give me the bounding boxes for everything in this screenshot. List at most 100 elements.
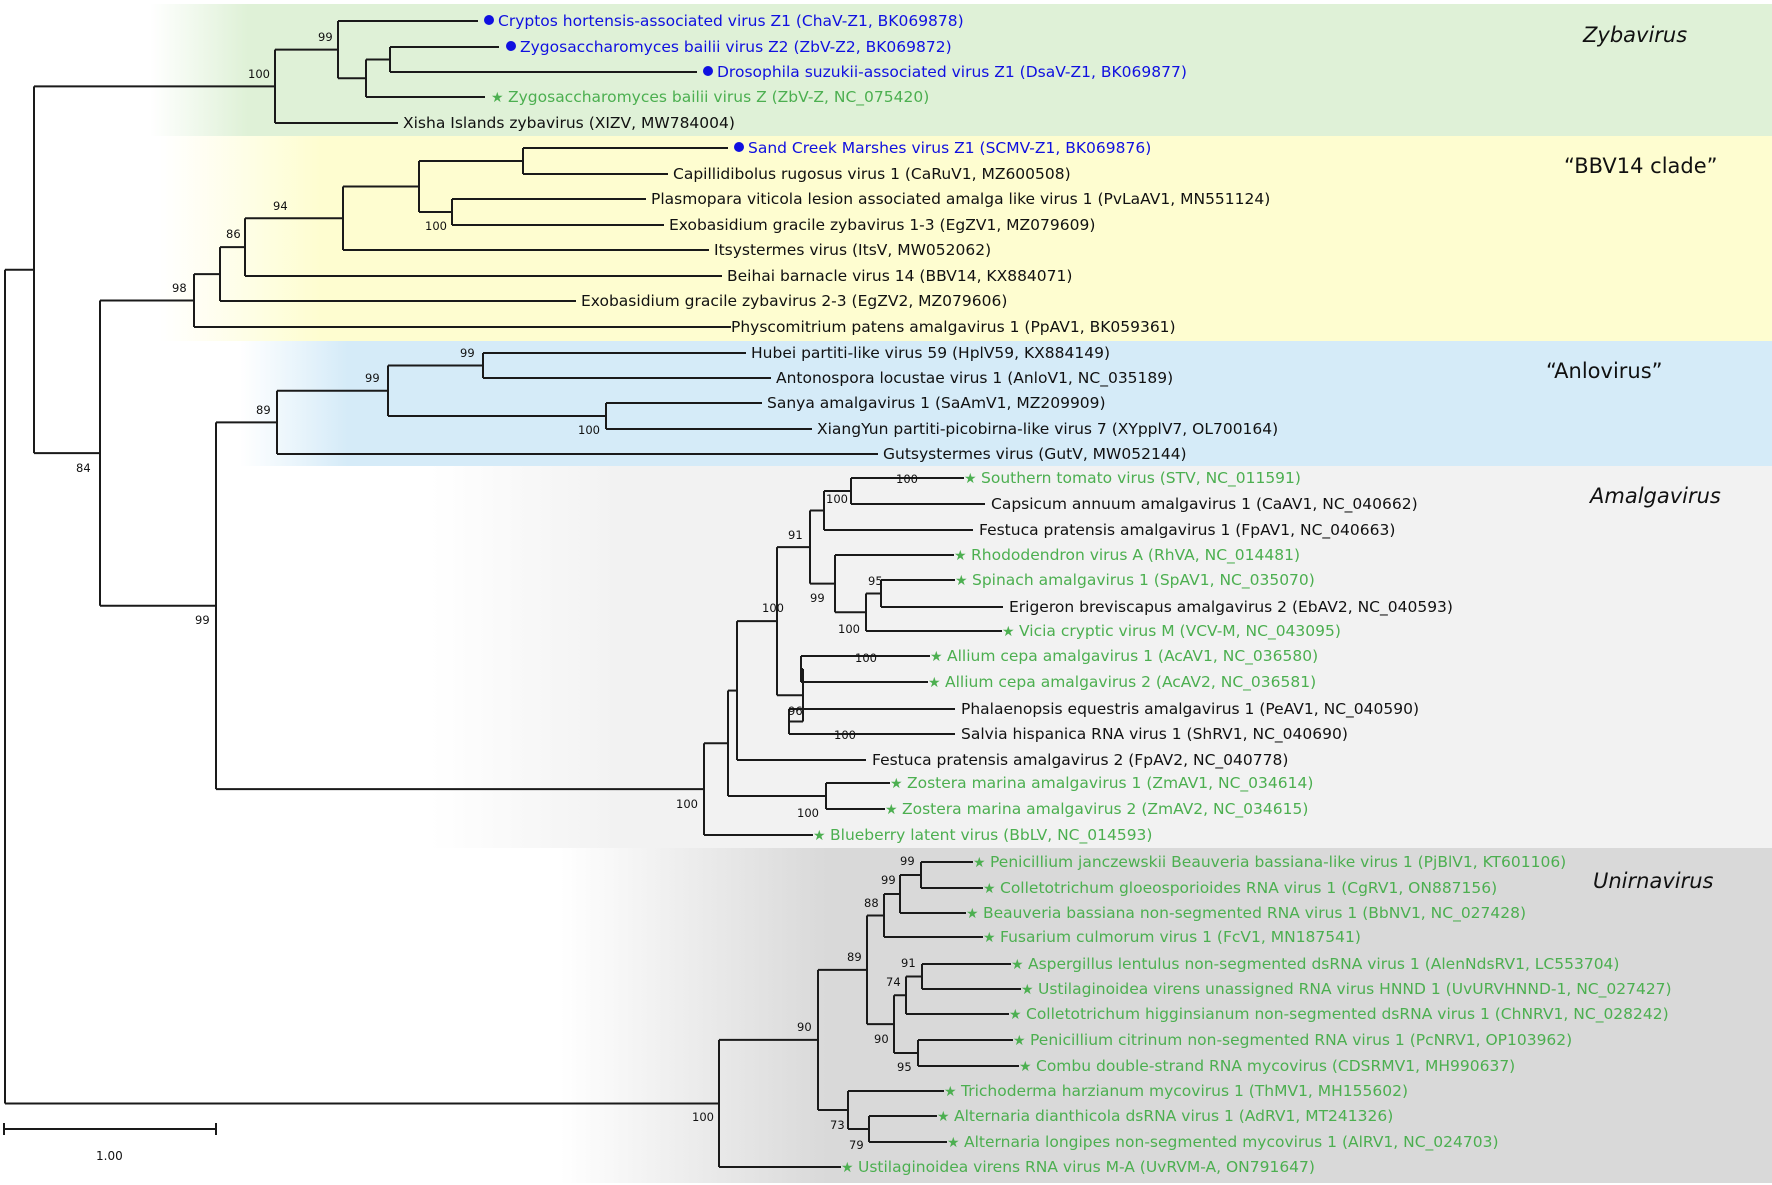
star-marker-icon: ★ — [841, 1160, 854, 1176]
clade-band-bbv14-clade — [160, 136, 1772, 341]
bootstrap-value: 100 — [692, 1110, 714, 1124]
leaf-label: Antonospora locustae virus 1 (AnloV1, NC… — [776, 369, 1173, 388]
bootstrap-value: 79 — [849, 1138, 864, 1152]
bootstrap-value: 99 — [460, 346, 475, 360]
leaf-label: Fusarium culmorum virus 1 (FcV1, MN18754… — [1000, 928, 1361, 946]
bootstrap-value: 100 — [248, 67, 270, 81]
bootstrap-value: 89 — [256, 403, 271, 417]
leaf-label: Spinach amalgavirus 1 (SpAV1, NC_035070) — [972, 571, 1315, 590]
leaf-label: Zostera marina amalgavirus 1 (ZmAV1, NC_… — [907, 774, 1313, 793]
leaf-label: Zostera marina amalgavirus 2 (ZmAV2, NC_… — [902, 800, 1308, 819]
bootstrap-value: 91 — [901, 956, 916, 970]
star-marker-icon: ★ — [983, 930, 996, 946]
leaf: Zygosaccharomyces bailii virus Z2 (ZbV-Z… — [506, 38, 952, 56]
star-marker-icon: ★ — [813, 828, 826, 844]
leaf-label: Colletotrichum gloeosporioides RNA virus… — [1000, 879, 1497, 897]
leaf: ★Trichoderma harzianum mycovirus 1 (ThMV… — [944, 1082, 1408, 1100]
leaf-label: Plasmopara viticola lesion associated am… — [651, 190, 1270, 208]
bootstrap-value: 84 — [76, 461, 91, 475]
bootstrap-value: 98 — [172, 281, 187, 295]
clade-label: “Anlovirus” — [1546, 359, 1663, 383]
leaf-label: Sanya amalgavirus 1 (SaAmV1, MZ209909) — [767, 394, 1106, 412]
clade-label: Amalgavirus — [1588, 484, 1721, 508]
leaf-label: Trichoderma harzianum mycovirus 1 (ThMV1… — [960, 1082, 1408, 1100]
bootstrap-value: 86 — [226, 227, 241, 241]
leaf-label: Phalaenopsis equestris amalgavirus 1 (Pe… — [961, 700, 1419, 719]
leaf: ★Aspergillus lentulus non-segmented dsRN… — [1011, 955, 1619, 973]
leaf: Exobasidium gracile zybavirus 1-3 (EgZV1… — [669, 216, 1095, 234]
leaf-label: Allium cepa amalgavirus 2 (AcAV2, NC_036… — [945, 673, 1316, 692]
leaf-label: Penicillium citrinum non-segmented RNA v… — [1030, 1031, 1572, 1049]
leaf-label: Beihai barnacle virus 14 (BBV14, KX88407… — [727, 267, 1072, 285]
leaf: ★Alternaria longipes non-segmented mycov… — [947, 1133, 1499, 1152]
bootstrap-value: 100 — [425, 219, 447, 233]
clade-labels: Zybavirus“BBV14 clade”“Anlovirus”Amalgav… — [1546, 23, 1721, 893]
bootstrap-value: 88 — [864, 896, 879, 910]
star-marker-icon: ★ — [947, 1135, 960, 1151]
leaf-label: Gutsystermes virus (GutV, MW052144) — [883, 445, 1187, 463]
leaf: XiangYun partiti-picobirna-like virus 7 … — [817, 420, 1278, 438]
leaf: Erigeron breviscapus amalgavirus 2 (EbAV… — [1009, 598, 1453, 617]
star-marker-icon: ★ — [930, 649, 943, 665]
leaf-label: Alternaria longipes non-segmented mycovi… — [964, 1133, 1499, 1152]
bootstrap-value: 95 — [868, 574, 883, 588]
leaf-label: Blueberry latent virus (BbLV, NC_014593) — [830, 826, 1152, 845]
bootstrap-value: 100 — [762, 601, 784, 615]
leaf-label: Aspergillus lentulus non-segmented dsRNA… — [1028, 955, 1619, 973]
leaf: Antonospora locustae virus 1 (AnloV1, NC… — [776, 369, 1173, 388]
leaf-label: Rhododendron virus A (RhVA, NC_014481) — [971, 546, 1300, 565]
bootstrap-value: 95 — [897, 1060, 912, 1074]
leaf: Physcomitrium patens amalgavirus 1 (PpAV… — [731, 318, 1176, 336]
bootstrap-value: 89 — [847, 950, 862, 964]
leaf-label: Penicillium janczewskii Beauveria bassia… — [990, 853, 1566, 871]
bootstrap-value: 100 — [838, 622, 860, 636]
bootstrap-value: 100 — [826, 492, 848, 506]
circle-marker-icon — [703, 66, 713, 76]
leaf-label: Festuca pratensis amalgavirus 2 (FpAV2, … — [872, 751, 1288, 770]
clade-label: Zybavirus — [1582, 23, 1687, 47]
star-marker-icon: ★ — [890, 776, 903, 792]
leaf: Capsicum annuum amalgavirus 1 (CaAV1, NC… — [991, 495, 1418, 514]
leaf-label: XiangYun partiti-picobirna-like virus 7 … — [817, 420, 1278, 438]
leaf: Xisha Islands zybavirus (XIZV, MW784004) — [403, 114, 735, 132]
leaf: ★Allium cepa amalgavirus 1 (AcAV1, NC_03… — [930, 647, 1318, 666]
star-marker-icon: ★ — [954, 548, 967, 564]
star-marker-icon: ★ — [1013, 1033, 1026, 1049]
bootstrap-value: 100 — [855, 651, 877, 665]
leaf-label: Festuca pratensis amalgavirus 1 (FpAV1, … — [979, 521, 1395, 540]
leaf: ★Penicillium janczewskii Beauveria bassi… — [973, 853, 1566, 871]
leaf: ★Penicillium citrinum non-segmented RNA … — [1013, 1031, 1572, 1049]
leaf-label: Exobasidium gracile zybavirus 2-3 (EgZV2… — [581, 292, 1007, 310]
leaf: Itsystermes virus (ItsV, MW052062) — [714, 241, 991, 259]
circle-marker-icon — [734, 142, 744, 152]
leaf-label: Colletotrichum higginsianum non-segmente… — [1026, 1005, 1669, 1024]
bootstrap-value: 94 — [273, 199, 288, 213]
clade-band-zybavirus — [150, 4, 1772, 136]
leaf: ★Fusarium culmorum virus 1 (FcV1, MN1875… — [983, 928, 1361, 946]
leaf-label: Allium cepa amalgavirus 1 (AcAV1, NC_036… — [947, 647, 1318, 666]
bootstrap-value: 74 — [886, 975, 901, 989]
leaf-label: Erigeron breviscapus amalgavirus 2 (EbAV… — [1009, 598, 1453, 617]
leaf-label: Itsystermes virus (ItsV, MW052062) — [714, 241, 991, 259]
star-marker-icon: ★ — [964, 471, 977, 487]
bootstrap-value: 99 — [900, 854, 915, 868]
star-marker-icon: ★ — [937, 1109, 950, 1125]
leaf-label: Sand Creek Marshes virus Z1 (SCMV-Z1, BK… — [748, 139, 1151, 157]
bootstrap-values: 100 99 98 86 94 100 84 99 89 99 99 100 100 100 91 100 10… — [76, 30, 918, 1152]
leaf-label: Hubei partiti-like virus 59 (HplV59, KX8… — [751, 344, 1110, 362]
star-marker-icon: ★ — [966, 906, 979, 922]
leaf: ★Blueberry latent virus (BbLV, NC_014593… — [813, 826, 1152, 845]
leaf-label: Capillidibolus rugosus virus 1 (CaRuV1, … — [673, 165, 1071, 183]
bootstrap-value: 100 — [676, 797, 698, 811]
leaf-label: Southern tomato virus (STV, NC_011591) — [981, 469, 1301, 488]
leaf-labels: Cryptos hortensis-associated virus Z1 (C… — [403, 12, 1672, 1176]
bootstrap-value: 99 — [318, 30, 333, 44]
leaf: ★Southern tomato virus (STV, NC_011591) — [964, 469, 1301, 488]
leaf: Salvia hispanica RNA virus 1 (ShRV1, NC_… — [961, 725, 1348, 744]
leaf: ★Ustilaginoidea virens RNA virus M-A (Uv… — [841, 1158, 1315, 1176]
leaf: ★Rhododendron virus A (RhVA, NC_014481) — [954, 546, 1300, 565]
bootstrap-value: 99 — [881, 873, 896, 887]
leaf: ★Ustilaginoidea virens unassigned RNA vi… — [1021, 980, 1672, 999]
bootstrap-value: 91 — [788, 528, 803, 542]
